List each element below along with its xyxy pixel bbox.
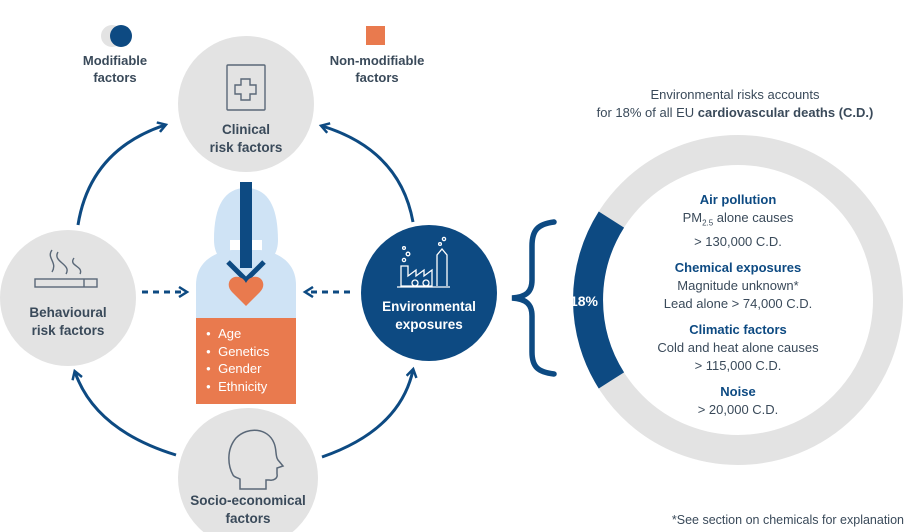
donut-item-noise: Noise > 20,000 C.D. [608, 383, 868, 419]
list-item: ● Genetics [206, 343, 270, 359]
heart-icon [228, 276, 264, 306]
arrow-behavioural-to-clinical [76, 125, 165, 226]
donut-item-title: Noise [720, 383, 756, 399]
footnote: *See section on chemicals for explanatio… [671, 513, 904, 527]
donut-item-chemical: Chemical exposures Magnitude unknown* Le… [608, 259, 868, 313]
donut-percent-label: 18% [569, 293, 599, 309]
socio-label: Socio-economical factors [190, 493, 306, 526]
donut-item-line: Cold and heat alone causes [657, 339, 819, 355]
head-profile-icon [228, 429, 285, 490]
arrow-socio-to-behavioural [75, 372, 177, 457]
donut-item-title: Air pollution [699, 192, 777, 207]
list-item: ● Gender [206, 361, 262, 376]
donut-item-line: PM2.5 alone causes [682, 210, 794, 228]
intro-bold: cardiovascular deaths (C.D.) [697, 105, 874, 120]
clinical-circle [178, 36, 314, 172]
human-figure [196, 182, 296, 404]
behavioural-circle [0, 230, 136, 366]
socio-circle [178, 408, 318, 532]
donut-item-air: Air pollution PM2.5 alone causes > 130,0… [608, 191, 868, 251]
arrow-socio-to-environmental [321, 370, 413, 459]
environmental-label: Environmental exposures [382, 299, 476, 332]
intro-line-2: for 18% of all EU cardiovascular deaths … [596, 105, 874, 120]
donut-item-line: > 20,000 C.D. [697, 401, 779, 417]
list-item: ● Age [206, 326, 242, 341]
list-item: ● Ethnicity [206, 378, 268, 394]
non-modifiable-list: ● Age ● Genetics ● Gender ● Ethnicity [206, 325, 269, 395]
intro-text: Environmental risks accounts for 18% of … [560, 86, 910, 122]
factory-icon [397, 236, 450, 288]
donut-item-climatic: Climatic factors Cold and heat alone cau… [608, 321, 868, 375]
donut-contents: Air pollution PM2.5 alone causes > 130,0… [608, 191, 868, 419]
donut-item-title: Chemical exposures [674, 259, 802, 275]
donut-item-line: Lead alone > 74,000 C.D. [663, 295, 813, 311]
donut-item-line: > 115,000 C.D. [694, 357, 782, 373]
clinical-label: Clinical risk factors [209, 122, 283, 155]
modifiable-legend-label: Modifiable factors [82, 53, 148, 85]
non-modifiable-legend-label: Non-modifiable factors [329, 53, 425, 85]
arrow-environmental-to-clinical [322, 126, 415, 223]
donut-item-line: > 130,000 C.D. [694, 233, 782, 249]
clinical-clipboard-icon [226, 64, 266, 111]
donut-item-title: Climatic factors [689, 321, 787, 337]
donut-item-line: Magnitude unknown* [677, 277, 799, 293]
intro-line-1: Environmental risks accounts [650, 87, 820, 102]
modifiable-legend-icon [101, 25, 132, 47]
curly-brace [511, 219, 557, 377]
behavioural-label: Behavioural risk factors [29, 305, 107, 338]
non-modifiable-legend-icon [366, 26, 385, 45]
donut-segment-18 [573, 211, 625, 389]
cigarette-icon [34, 249, 98, 288]
environmental-circle [361, 225, 497, 361]
